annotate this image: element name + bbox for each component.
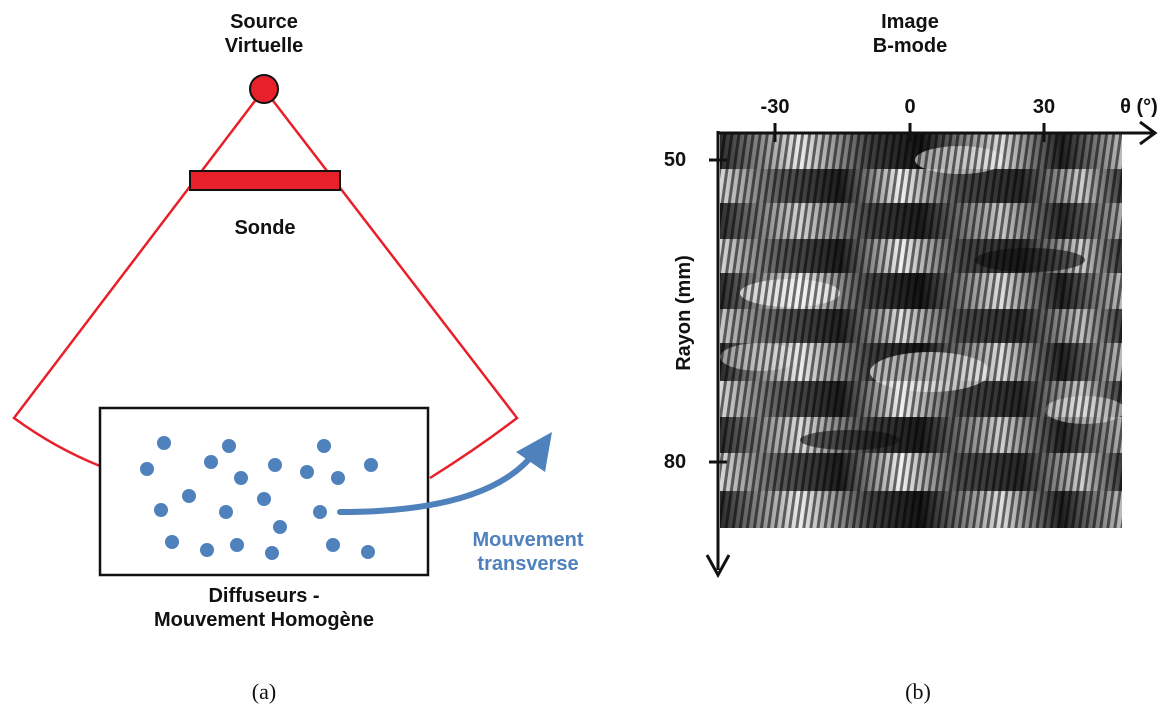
y-axis-arrowhead bbox=[705, 554, 731, 579]
virtual-source-label: Source Virtuelle bbox=[214, 10, 314, 58]
bmode-title-line2: B-mode bbox=[872, 35, 948, 57]
scatterer-dot bbox=[182, 489, 196, 503]
scatterer-dot bbox=[273, 520, 287, 534]
scatterer-dot bbox=[361, 545, 375, 559]
scatterer-dot bbox=[154, 503, 168, 517]
y-tick-label: 50 bbox=[663, 149, 687, 171]
scatterer-dot bbox=[157, 436, 171, 450]
scatterer-dot bbox=[313, 505, 327, 519]
scatterer-dot bbox=[331, 471, 345, 485]
caption-b: (b) bbox=[905, 679, 931, 704]
beam-outline bbox=[12, 88, 519, 480]
y-axis-label: Rayon (mm) bbox=[673, 255, 695, 371]
motion-label-line1: Mouvement bbox=[472, 529, 584, 551]
virtual-source-label-line1: Source bbox=[230, 11, 298, 33]
scatterer-dot bbox=[222, 439, 236, 453]
x-axis-arrowhead bbox=[1139, 120, 1158, 146]
scatterer-dot bbox=[317, 439, 331, 453]
scatterers-box bbox=[98, 406, 430, 577]
caption-a: (a) bbox=[251, 679, 277, 704]
bmode-axes bbox=[709, 123, 1155, 570]
scatterer-dot bbox=[364, 458, 378, 472]
x-axis-label: θ (°) bbox=[1120, 96, 1158, 118]
motion-arrow-head bbox=[516, 432, 552, 472]
scatterer-dot bbox=[234, 471, 248, 485]
scatterer-dot bbox=[165, 535, 179, 549]
scatterer-dot bbox=[140, 462, 154, 476]
scatterer-dot bbox=[204, 455, 218, 469]
probe-label: Sonde bbox=[234, 217, 296, 239]
scatterers-label: Diffuseurs - Mouvement Homogène bbox=[124, 584, 404, 632]
bmode-title-line1: Image bbox=[881, 11, 939, 33]
motion-label: Mouvement transverse bbox=[440, 528, 616, 576]
scatterers-label-line2: Mouvement Homogène bbox=[153, 609, 375, 631]
scatterer-dot bbox=[200, 543, 214, 557]
scatterer-dot bbox=[300, 465, 314, 479]
scatterer-dot bbox=[265, 546, 279, 560]
virtual-source-label-line2: Virtuelle bbox=[224, 35, 304, 57]
scatterer-dot bbox=[326, 538, 340, 552]
x-tick-label: 30 bbox=[1032, 96, 1056, 118]
motion-arrow-shaft bbox=[337, 449, 538, 515]
x-tick-label: 0 bbox=[904, 96, 916, 118]
scatterer-dots bbox=[140, 436, 378, 560]
scatterer-dot bbox=[230, 538, 244, 552]
motion-label-line2: transverse bbox=[477, 553, 579, 575]
x-tick-label: -30 bbox=[760, 96, 790, 118]
y-tick-label: 80 bbox=[663, 451, 687, 473]
probe-rect bbox=[189, 170, 341, 191]
bmode-image bbox=[720, 133, 1122, 528]
scatterer-dot bbox=[219, 505, 233, 519]
virtual-source-dot bbox=[249, 74, 279, 104]
bmode-title: Image B-mode bbox=[845, 10, 975, 58]
scatterers-label-line1: Diffuseurs - bbox=[208, 585, 320, 607]
scatterer-dot bbox=[268, 458, 282, 472]
scatterer-dot bbox=[257, 492, 271, 506]
